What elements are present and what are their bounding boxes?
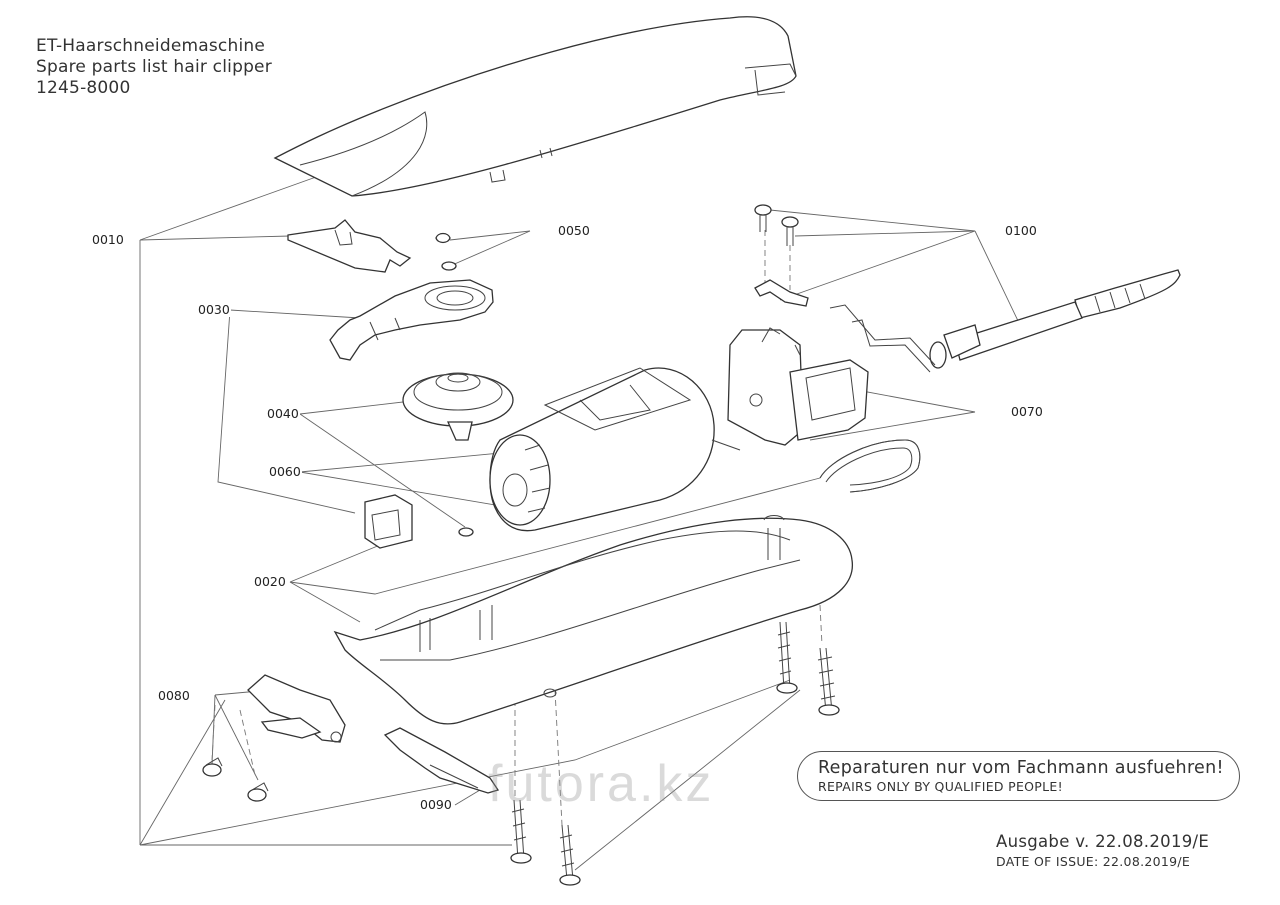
part-label-0040: 0040 [266, 406, 300, 421]
issue-date-english: DATE OF ISSUE: 22.08.2019/E [996, 854, 1191, 869]
motor-part [489, 367, 741, 532]
long-screws-part [510, 621, 840, 886]
insert-block-part [364, 494, 413, 549]
title-line-english: Spare parts list hair clipper [36, 57, 272, 77]
part-label-0100: 0100 [1004, 223, 1038, 238]
part-label-0080: 0080 [157, 688, 191, 703]
guide-clip-part [383, 727, 500, 794]
part-label-0020: 0020 [253, 574, 287, 589]
blade-assembly-part [202, 674, 346, 802]
cable-clamp-part [754, 204, 809, 307]
title-block: ET-Haarschneidemaschine Spare parts list… [36, 36, 272, 99]
title-line-german: ET-Haarschneidemaschine [36, 36, 266, 56]
notice-german: Reparaturen nur vom Fachmann ausfuehren! [818, 758, 1224, 778]
part-label-0050: 0050 [557, 223, 591, 238]
issue-date-german: Ausgabe v. 22.08.2019/E [996, 832, 1210, 851]
repair-notice: Reparaturen nur vom Fachmann ausfuehren!… [797, 751, 1240, 801]
washer-parts [435, 232, 474, 537]
gear-part [402, 372, 514, 441]
part-label-0090: 0090 [419, 797, 453, 812]
part-label-0070: 0070 [1010, 404, 1044, 419]
switch-part [727, 327, 869, 446]
issue-date-block: Ausgabe v. 22.08.2019/E DATE OF ISSUE: 2… [996, 832, 1236, 869]
part-label-0010: 0010 [91, 232, 125, 247]
power-cable-part [829, 269, 1181, 373]
lever-part [329, 279, 494, 361]
wire-loop-part [819, 439, 921, 493]
title-part-number: 1245-8000 [36, 78, 131, 98]
notice-english: REPAIRS ONLY BY QUALIFIED PEOPLE! [818, 779, 1063, 794]
part-label-0060: 0060 [268, 464, 302, 479]
upper-housing-part [273, 16, 797, 197]
clip-plate-part [287, 219, 412, 273]
lower-housing-part [333, 515, 854, 725]
part-label-0030: 0030 [197, 302, 231, 317]
watermark: futora.kz [488, 755, 715, 813]
